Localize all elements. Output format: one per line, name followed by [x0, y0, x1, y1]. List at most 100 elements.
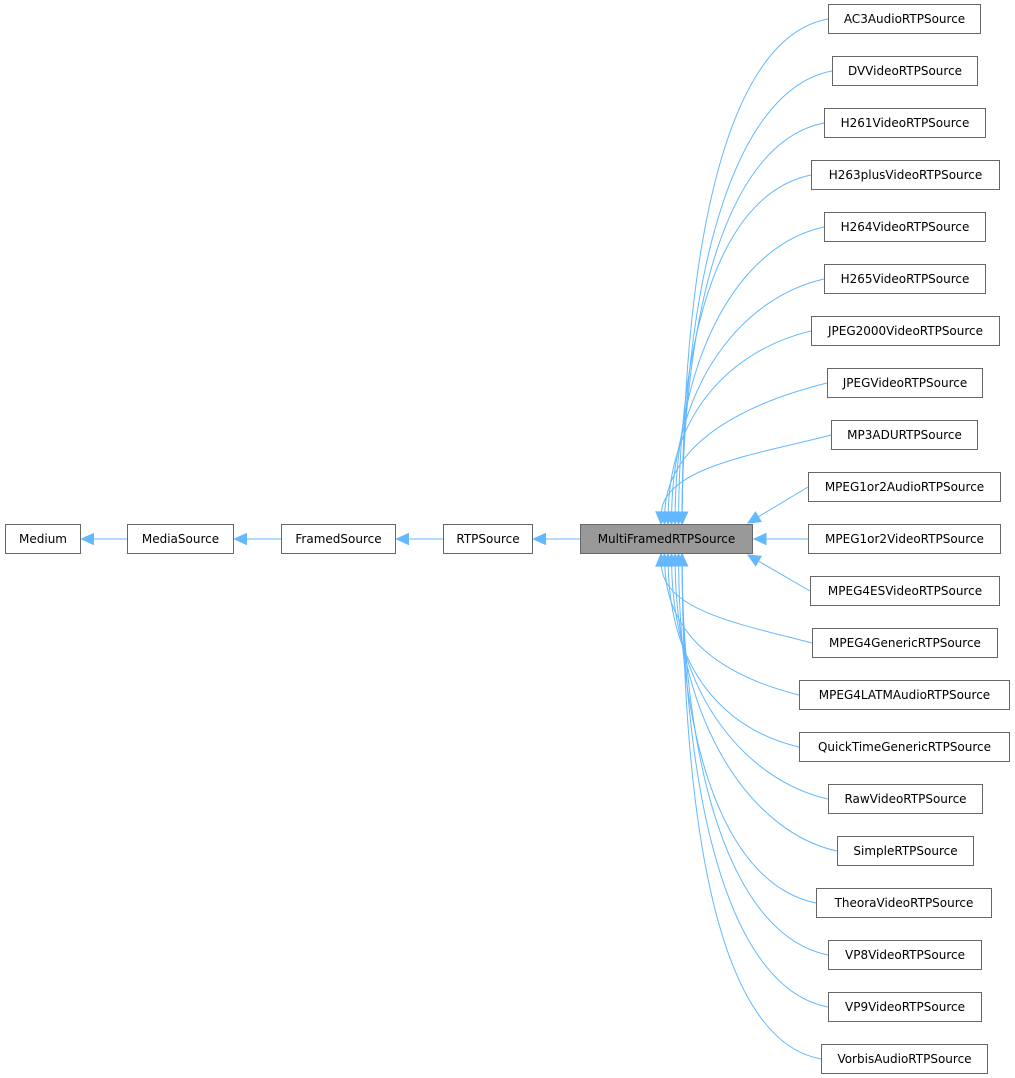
class-label: MPEG4ESVideoRTPSource [828, 584, 982, 598]
edge-multi-framed-rtpsource-to-rtpsource [532, 532, 580, 546]
edge-line [678, 174, 812, 514]
class-box [827, 368, 983, 398]
class-box [811, 160, 1000, 190]
edge-line [674, 226, 825, 514]
class-node-h261-video-rtpsource[interactable]: H261VideoRTPSource [824, 108, 986, 138]
edge-mpeg1or2-video-rtpsource-to-multi-framed-rtp-source [752, 532, 808, 546]
class-box [580, 524, 753, 554]
arrowhead [233, 532, 247, 546]
class-box [837, 836, 974, 866]
class-node-mpeg4-latmaudio-rtpsource[interactable]: MPEG4LATMAudioRTPSource [799, 680, 1010, 710]
class-label: JPEGVideoRTPSource [842, 376, 968, 390]
class-node-quick-time-generic-rtpsource[interactable]: QuickTimeGenericRTPSource [799, 732, 1010, 762]
class-box [828, 4, 981, 34]
edge-line [681, 564, 829, 956]
class-box [816, 888, 992, 918]
class-node-vp8-video-rtpsource[interactable]: VP8VideoRTPSource [828, 940, 982, 970]
class-label: MPEG4GenericRTPSource [829, 636, 981, 650]
class-label: MultiFramedRTPSource [598, 532, 736, 546]
class-node-mpeg4-generic-rtpsource[interactable]: MPEG4GenericRTPSource [812, 628, 998, 658]
class-node-jpeg2000-video-rtpsource[interactable]: JPEG2000VideoRTPSource [811, 316, 1000, 346]
class-node-mpeg4-esvideo-rtpsource[interactable]: MPEG4ESVideoRTPSource [810, 576, 1000, 606]
class-node-dvvideo-rtpsource[interactable]: DVVideoRTPSource [832, 56, 978, 86]
edge-line [681, 70, 833, 514]
class-box [5, 524, 81, 554]
class-node-multi-framed-rtpsource[interactable]: MultiFramedRTPSource [580, 524, 753, 554]
class-box [281, 524, 396, 554]
edge-media-source-to-medium [80, 532, 127, 546]
edge-line [671, 564, 829, 800]
class-label: TheoraVideoRTPSource [834, 896, 974, 910]
edge-mpeg4-esvideo-rtpsource-to-multi-framed-rtp-source [746, 554, 811, 592]
inheritance-edges [80, 18, 838, 1060]
arrowhead [746, 554, 762, 567]
edge-line [660, 564, 813, 644]
edge-line [671, 278, 825, 514]
class-label: JPEG2000VideoRTPSource [827, 324, 983, 338]
edge-vp9-video-rtpsource-to-multi-framed-rtp-source [675, 552, 829, 1008]
edge-line [681, 564, 822, 1060]
class-label: SimpleRTPSource [853, 844, 957, 858]
edge-mp3-adurtpsource-to-multi-framed-rtp-source [655, 434, 832, 526]
arrowhead [395, 532, 409, 546]
class-label: MP3ADURTPSource [847, 428, 962, 442]
arrowhead [655, 511, 668, 526]
class-box [824, 108, 986, 138]
class-box [808, 524, 1001, 554]
class-label: RawVideoRTPSource [844, 792, 966, 806]
class-node-h265-video-rtpsource[interactable]: H265VideoRTPSource [824, 264, 986, 294]
arrowhead [752, 532, 767, 546]
class-node-simple-rtpsource[interactable]: SimpleRTPSource [837, 836, 974, 866]
class-node-vorbis-audio-rtpsource[interactable]: VorbisAudioRTPSource [821, 1044, 988, 1074]
edge-line [664, 564, 800, 696]
class-box [811, 316, 1000, 346]
class-label: VP9VideoRTPSource [845, 1000, 965, 1014]
class-node-medium[interactable]: Medium [5, 524, 81, 554]
edge-h264-video-rtpsource-to-multi-framed-rtp-source [668, 226, 825, 526]
edge-line [681, 122, 825, 514]
class-node-h263plus-video-rtpsource[interactable]: H263plusVideoRTPSource [811, 160, 1000, 190]
class-box [808, 472, 1001, 502]
edge-line [674, 564, 838, 852]
class-box [828, 784, 983, 814]
edge-line [757, 560, 811, 592]
edge-line [660, 434, 832, 514]
arrowhead [532, 532, 546, 546]
class-label: MPEG4LATMAudioRTPSource [819, 688, 990, 702]
class-box [832, 56, 978, 86]
class-box [824, 212, 986, 242]
edge-line [667, 330, 812, 514]
class-label: VorbisAudioRTPSource [837, 1052, 971, 1066]
edge-line [664, 382, 828, 514]
edge-dvvideo-rtpsource-to-multi-framed-rtp-source [675, 70, 833, 526]
class-node-h264-video-rtpsource[interactable]: H264VideoRTPSource [824, 212, 986, 242]
edge-ac3-audio-rtpsource-to-multi-framed-rtp-source [675, 18, 829, 526]
class-box [799, 680, 1010, 710]
class-node-rtpsource[interactable]: RTPSource [443, 524, 533, 554]
class-node-ac3-audio-rtpsource[interactable]: AC3AudioRTPSource [828, 4, 981, 34]
class-node-mpeg1or2-audio-rtpsource[interactable]: MPEG1or2AudioRTPSource [808, 472, 1001, 502]
class-label: MPEG1or2AudioRTPSource [825, 480, 984, 494]
class-label: AC3AudioRTPSource [844, 12, 965, 26]
edge-vorbis-audio-rtpsource-to-multi-framed-rtp-source [675, 552, 822, 1060]
edge-raw-video-rtpsource-to-multi-framed-rtp-source [665, 552, 829, 800]
class-label: H264VideoRTPSource [841, 220, 970, 234]
class-box [127, 524, 234, 554]
class-node-vp9-video-rtpsource[interactable]: VP9VideoRTPSource [828, 992, 982, 1022]
class-node-media-source[interactable]: MediaSource [127, 524, 234, 554]
class-node-raw-video-rtpsource[interactable]: RawVideoRTPSource [828, 784, 983, 814]
edge-line [757, 486, 809, 518]
arrowhead [675, 552, 689, 567]
class-box [443, 524, 533, 554]
class-node-theora-video-rtpsource[interactable]: TheoraVideoRTPSource [816, 888, 992, 918]
edge-line [678, 564, 817, 904]
class-node-mp3-adurtpsource[interactable]: MP3ADURTPSource [831, 420, 978, 450]
class-box [799, 732, 1010, 762]
class-box [831, 420, 978, 450]
class-node-framed-source[interactable]: FramedSource [281, 524, 396, 554]
class-node-jpegvideo-rtpsource[interactable]: JPEGVideoRTPSource [827, 368, 983, 398]
arrowhead [80, 532, 94, 546]
class-label: H261VideoRTPSource [841, 116, 970, 130]
class-node-mpeg1or2-video-rtpsource[interactable]: MPEG1or2VideoRTPSource [808, 524, 1001, 554]
